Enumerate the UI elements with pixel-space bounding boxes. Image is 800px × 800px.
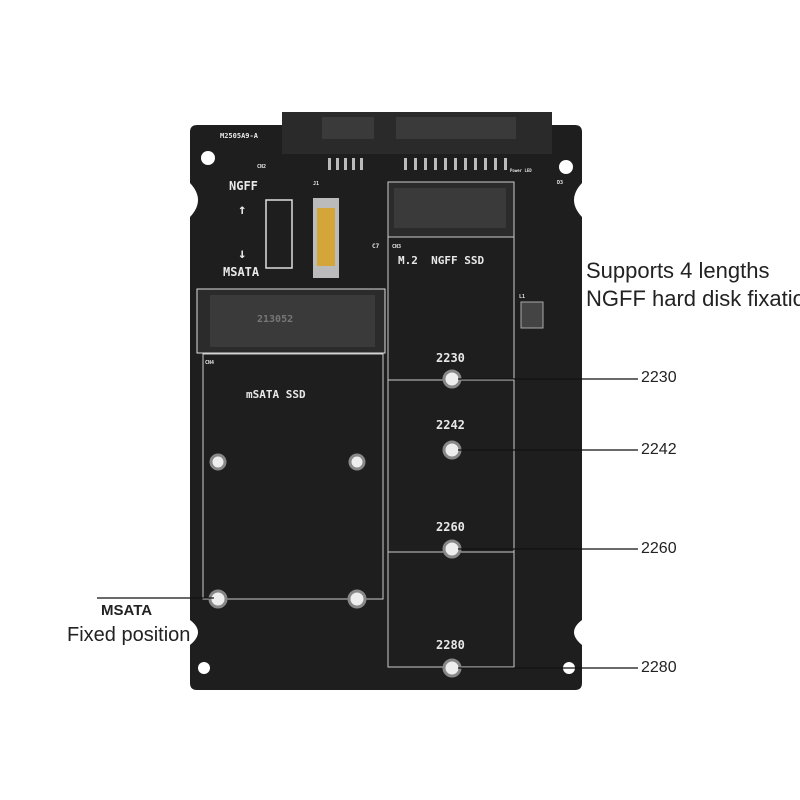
ref-cn3: CN3 — [392, 244, 401, 250]
pcb — [190, 125, 582, 690]
hole-label-2230: 2230 — [436, 351, 465, 365]
msata-callout-title: MSATA — [101, 602, 153, 619]
ref-j1: J1 — [313, 181, 319, 187]
svg-text:↓: ↓ — [238, 246, 246, 262]
hole-label-2260: 2260 — [436, 520, 465, 534]
svg-text:↑: ↑ — [238, 202, 246, 218]
ref-c7: C7 — [372, 243, 380, 250]
ref-cn2: CN2 — [257, 164, 266, 170]
length-2280: 2280 — [641, 659, 677, 676]
callout-lines — [97, 378, 638, 669]
model-label: M2505A9-A — [220, 132, 259, 140]
ref-power-led: Power LED — [510, 168, 532, 173]
mount-holes — [198, 151, 575, 674]
msata-slot-label: mSATA SSD — [246, 388, 306, 401]
connector-label: 213052 — [257, 314, 293, 325]
ngff-slot-label: M.2 NGFF SSD — [398, 254, 484, 267]
msata-callout-sub: Fixed position — [67, 624, 191, 646]
length-2230: 2230 — [641, 369, 677, 386]
sata-connector — [282, 112, 552, 170]
supports-line2: NGFF hard disk fixation — [586, 286, 800, 311]
supports-line1: Supports 4 lengths — [586, 258, 770, 283]
hole-label-2280: 2280 — [436, 638, 465, 652]
switch-slider — [317, 208, 335, 266]
hole-label-2242: 2242 — [436, 418, 465, 432]
ref-cn4: CN4 — [205, 360, 214, 366]
switch-ngff-label: NGFF — [229, 179, 258, 193]
length-2242: 2242 — [641, 441, 677, 458]
switch-msata-label: MSATA — [223, 265, 260, 279]
msata-holes — [208, 453, 367, 609]
length-2260: 2260 — [641, 540, 677, 557]
ref-l1: L1 — [519, 294, 525, 300]
ref-d3: D3 — [557, 180, 563, 186]
